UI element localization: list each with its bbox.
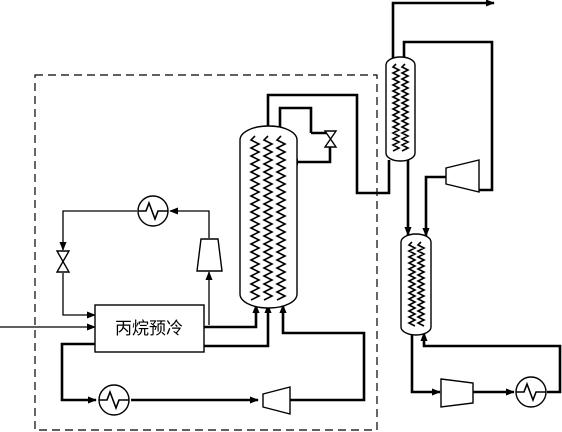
propane-precooler: 丙烷预冷 bbox=[94, 304, 205, 353]
column-expansion-valve bbox=[323, 130, 338, 148]
upper-loop-compressor bbox=[445, 159, 480, 193]
lower-heat-exchanger bbox=[400, 233, 432, 336]
propane-loop bbox=[59, 207, 213, 325]
system-boundary bbox=[34, 74, 378, 431]
upper-heat-exchanger bbox=[385, 56, 416, 162]
lower-loop-compressor bbox=[440, 378, 474, 408]
propane-compressor bbox=[196, 238, 223, 272]
main-heat-exchanger-column bbox=[239, 125, 298, 309]
propane-expansion-valve bbox=[55, 250, 71, 273]
lower-loop-cooler bbox=[515, 376, 547, 408]
mr-cooler bbox=[98, 384, 130, 416]
precooler-label: 丙烷预冷 bbox=[115, 319, 183, 339]
propane-condenser bbox=[137, 195, 169, 227]
mixed-refrigerant-compressor bbox=[262, 386, 291, 415]
